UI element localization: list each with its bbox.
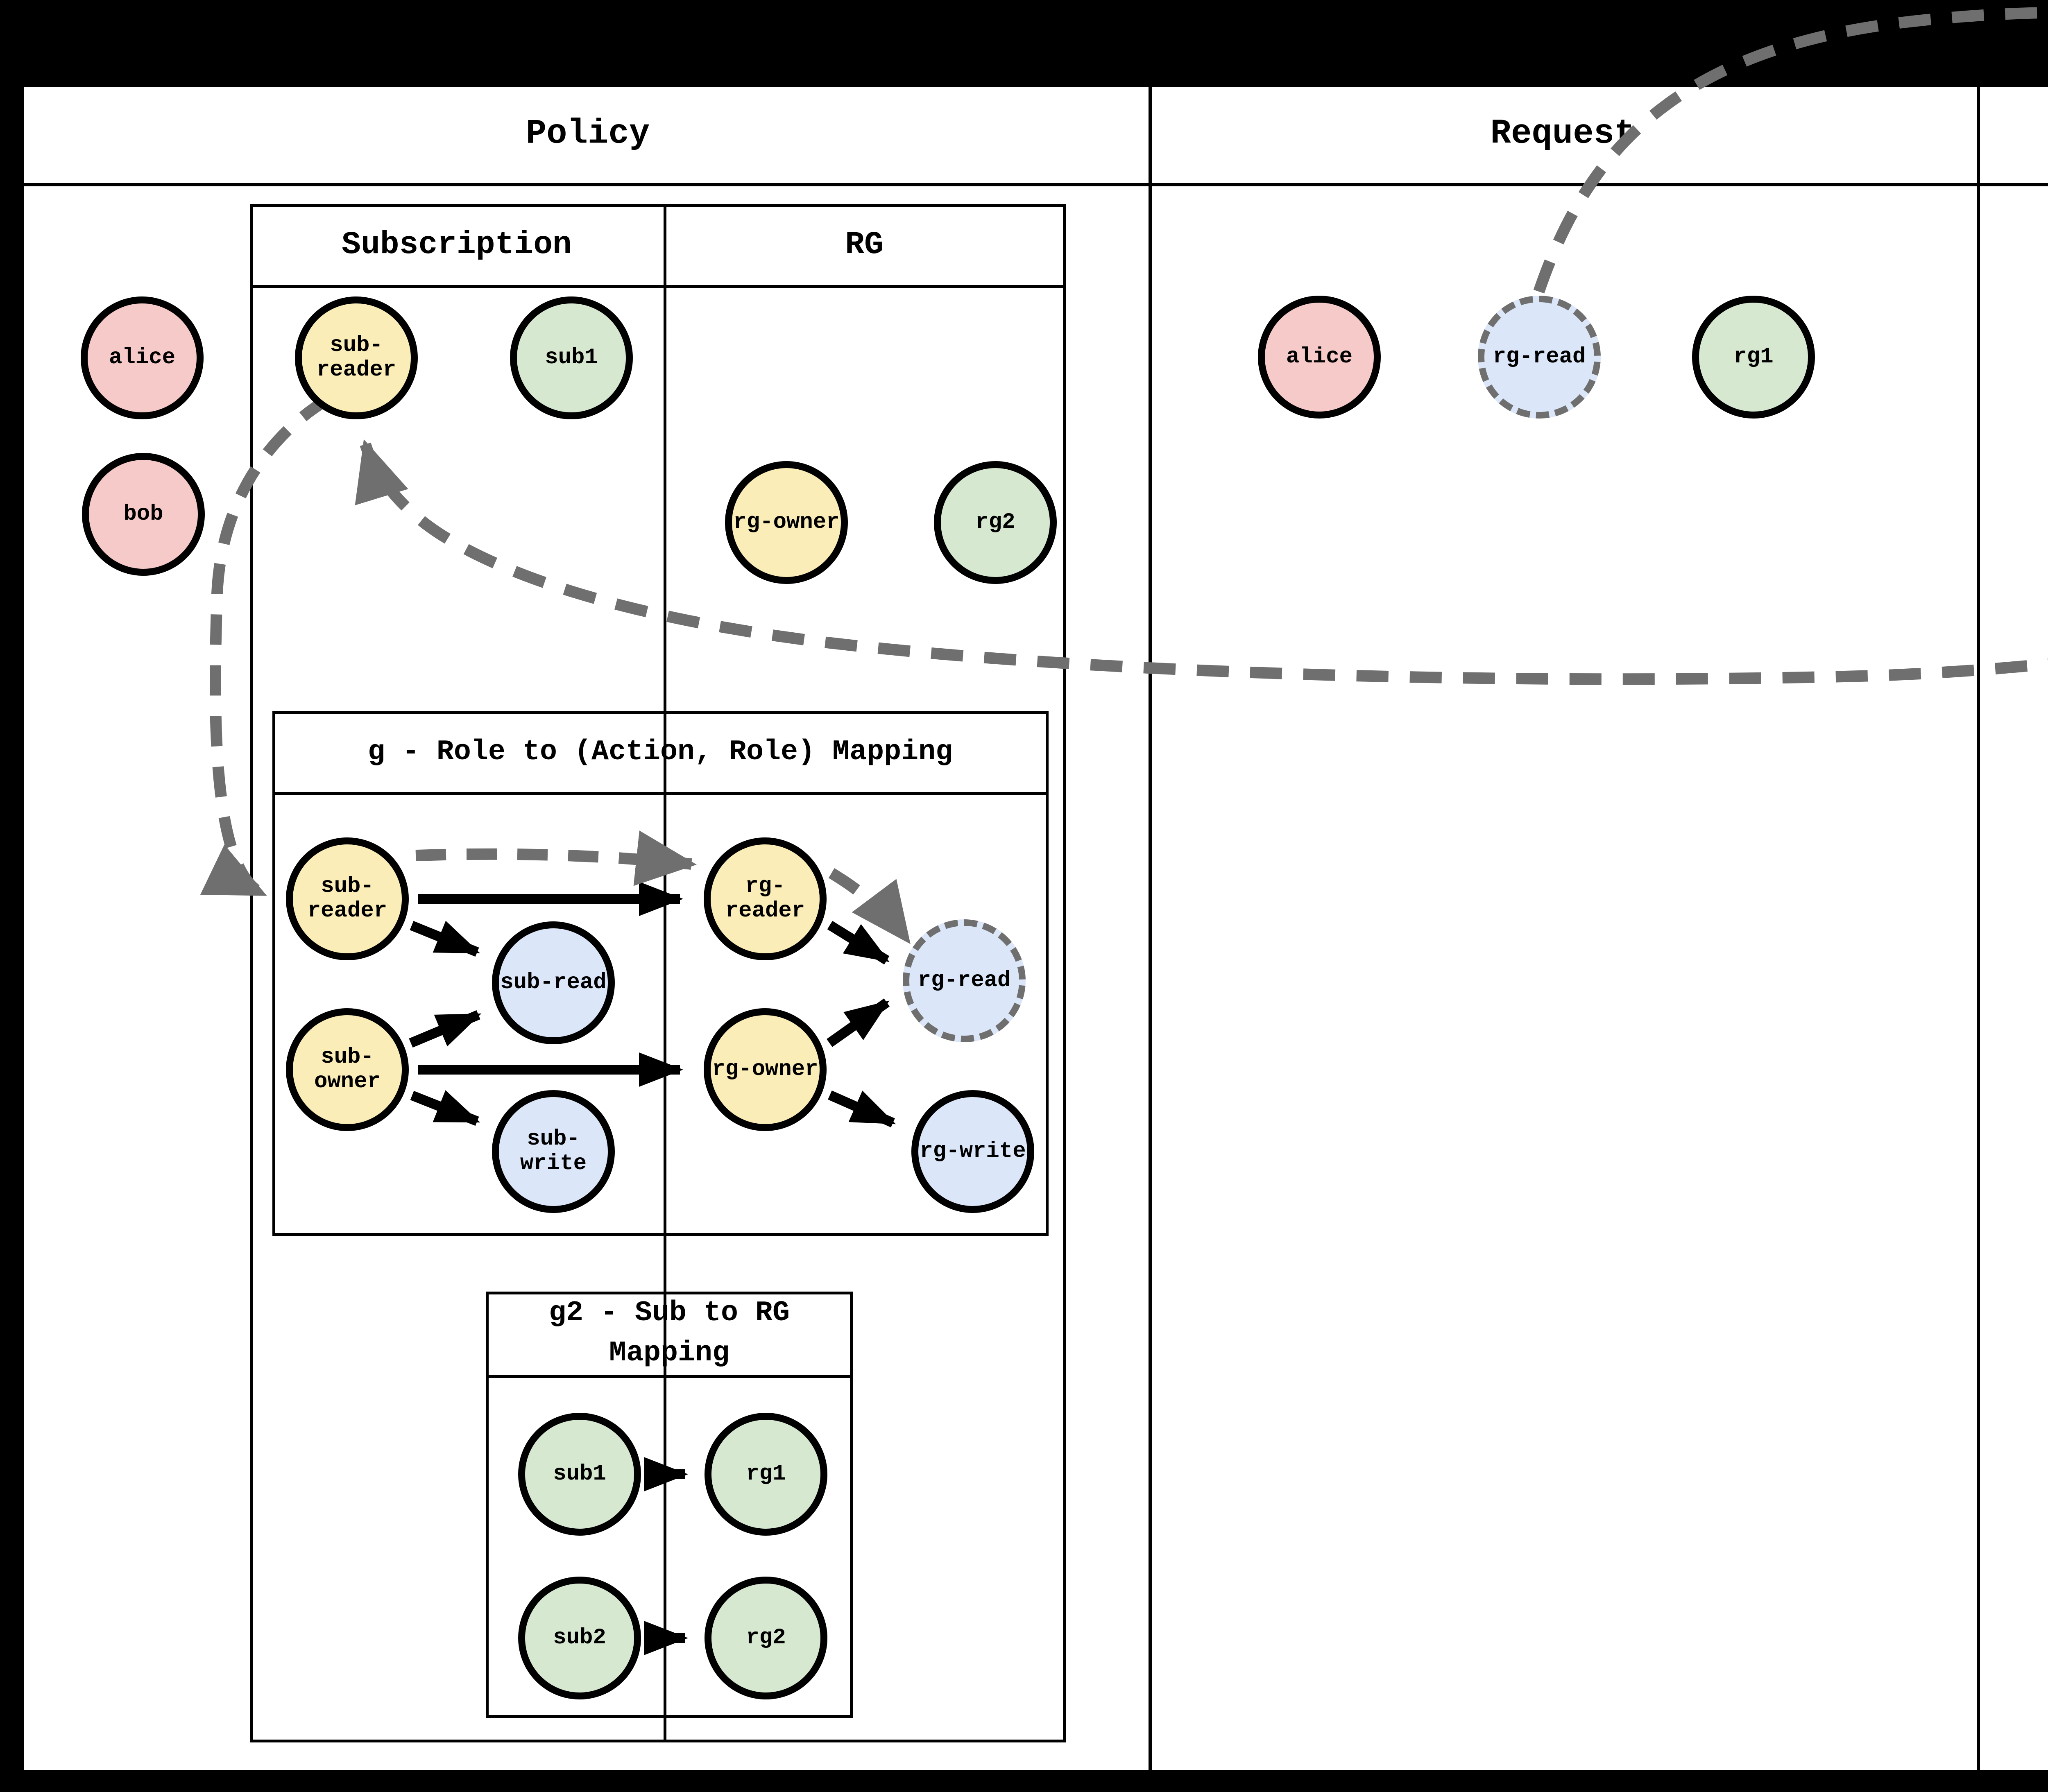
subscription-rg-table [250, 204, 1066, 1742]
g-node-rg-reader: rg- reader [704, 837, 827, 960]
request-node-rg-read: rg-read [1478, 296, 1601, 419]
g2-node-sub2: sub2 [518, 1577, 641, 1699]
g-node-sub-reader: sub- reader [286, 837, 409, 960]
g-node-rg-read: rg-read [903, 919, 1026, 1042]
request-node-alice: alice [1258, 296, 1381, 419]
g2-node-rg1: rg1 [705, 1413, 827, 1536]
request-header: Request [1490, 114, 1635, 154]
request-matching-divider [1977, 83, 1980, 1774]
policy-node-bob: bob [82, 453, 205, 576]
table-header-line [250, 285, 1066, 288]
column-header-rg: RG [845, 227, 884, 263]
policy-node-sub1: sub1 [510, 296, 633, 419]
g2-mapping-box [486, 1292, 853, 1718]
policy-request-divider [1149, 83, 1152, 1774]
request-node-rg1: rg1 [1692, 296, 1815, 419]
table-column-divider [664, 204, 666, 1742]
g-node-rg-write: rg-write [911, 1090, 1034, 1213]
g2-node-rg2: rg2 [705, 1577, 827, 1699]
g2-mapping-title: g2 - Sub to RG Mapping [548, 1297, 790, 1369]
g-node-sub-write: sub- write [492, 1090, 615, 1213]
g-mapping-box [272, 711, 1049, 1236]
policy-header: Policy [526, 114, 650, 154]
g-node-rg-owner: rg-owner [704, 1008, 827, 1131]
policy-node-sub-reader: sub- reader [295, 296, 418, 419]
policy-node-rg-owner: rg-owner [725, 461, 848, 584]
g2-node-sub1: sub1 [518, 1413, 641, 1536]
g-mapping-title: g - Role to (Action, Role) Mapping [367, 736, 953, 768]
policy-node-alice: alice [81, 296, 204, 419]
g-mapping-title-line [272, 792, 1049, 795]
g2-mapping-title-line [486, 1375, 853, 1378]
policy-node-rg2: rg2 [934, 461, 1057, 584]
g-node-sub-owner: sub- owner [286, 1008, 409, 1131]
header-separator-line [20, 183, 2048, 186]
g-node-sub-read: sub-read [492, 921, 615, 1044]
column-header-subscription: Subscription [342, 227, 572, 263]
